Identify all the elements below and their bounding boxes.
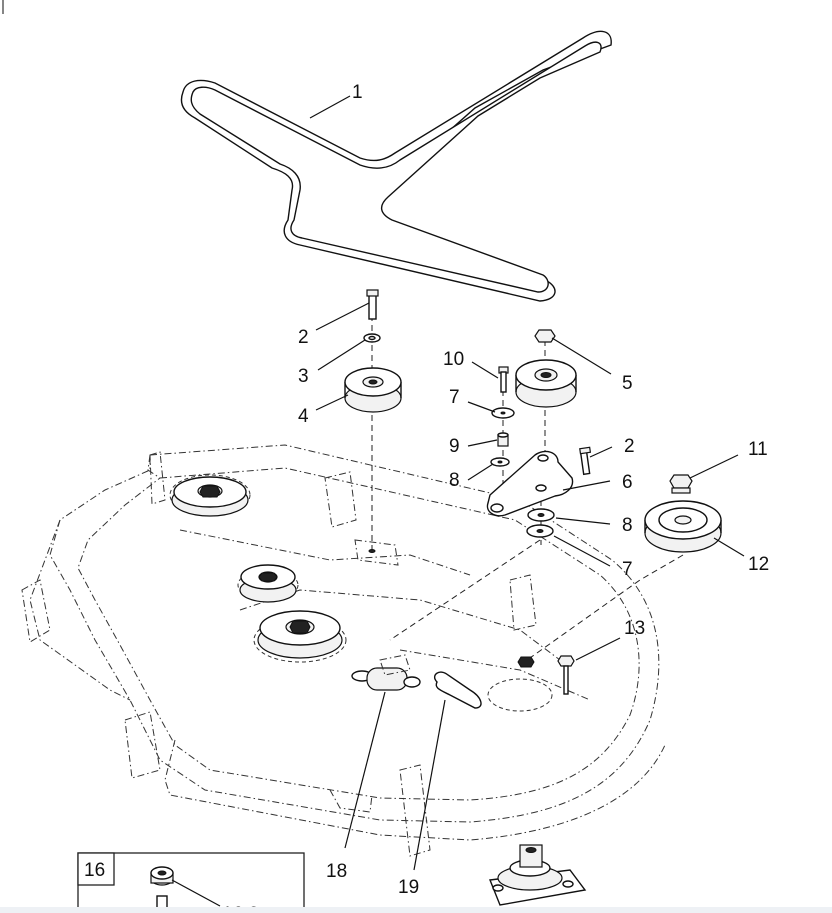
- bolt-left: [366, 289, 379, 320]
- callout-pulley-right: 12: [748, 554, 769, 575]
- nut-right: [669, 474, 693, 494]
- callout-nut-right: 11: [748, 439, 768, 460]
- callout-spring-hook: 19: [398, 877, 419, 898]
- bolt-arm: [498, 366, 509, 393]
- idler-pulley-left: [344, 367, 402, 413]
- callout-belt: 1: [352, 82, 363, 103]
- spindle-assembly: [489, 844, 587, 906]
- callout-bushing: 9: [449, 436, 460, 457]
- washer-lower: [526, 524, 554, 538]
- callout-bolt-deck: 13: [624, 618, 645, 639]
- callout-bolt-arm: 10: [443, 349, 464, 370]
- axis-right-pulley: [519, 554, 684, 666]
- callout-washer-upper: 7: [449, 387, 460, 408]
- spacer-upper: [490, 457, 510, 467]
- idler-pulley-arm: [515, 359, 577, 408]
- callout-washer-left: 3: [298, 366, 309, 387]
- inset-label: 16: [84, 860, 105, 881]
- callout-idler-arm: 6: [622, 472, 633, 493]
- callout-bolt-right: 2: [624, 436, 635, 457]
- bolt-deck: [557, 655, 575, 695]
- spring-hook: [433, 671, 482, 709]
- deck-pulley-center: [239, 564, 297, 603]
- bushing: [497, 432, 509, 447]
- spacer-lower: [527, 508, 555, 522]
- spring-anchor-bracket: [379, 654, 411, 676]
- leader-lines: [309, 95, 745, 871]
- tension-spring: [351, 667, 421, 691]
- deck-pulley-left: [171, 476, 249, 517]
- inset-bearing: [150, 866, 174, 911]
- axis-arm-to-deck: [389, 539, 541, 641]
- drive-belt: [180, 30, 612, 302]
- callout-bolt-left: 2: [298, 327, 309, 348]
- callout-nut-top: 5: [622, 373, 633, 394]
- mower-deck-housing: [21, 444, 666, 857]
- window-bottom-strip: [0, 907, 832, 913]
- inset-box: [77, 852, 305, 913]
- callout-spring: 18: [326, 861, 347, 882]
- pulley-right: [644, 500, 722, 553]
- bolt-right: [579, 446, 592, 476]
- callout-washer-lower: 7: [622, 559, 633, 580]
- washer-left: [363, 333, 381, 343]
- callout-spacer-upper: 8: [449, 470, 460, 491]
- washer-upper: [491, 407, 515, 419]
- callout-labels: 1 2 3 4 5 6 7 8 9 10 2 8 7 11 12 13 18 1…: [84, 82, 769, 913]
- deck-pulley-right: [257, 610, 343, 659]
- nut-top: [534, 329, 556, 343]
- idler-arm: [486, 450, 574, 517]
- deck-nut-right: [517, 656, 535, 668]
- callout-spacer-lower: 8: [622, 515, 633, 536]
- deck-mount-plate: [354, 539, 399, 566]
- callout-idler-left: 4: [298, 406, 309, 427]
